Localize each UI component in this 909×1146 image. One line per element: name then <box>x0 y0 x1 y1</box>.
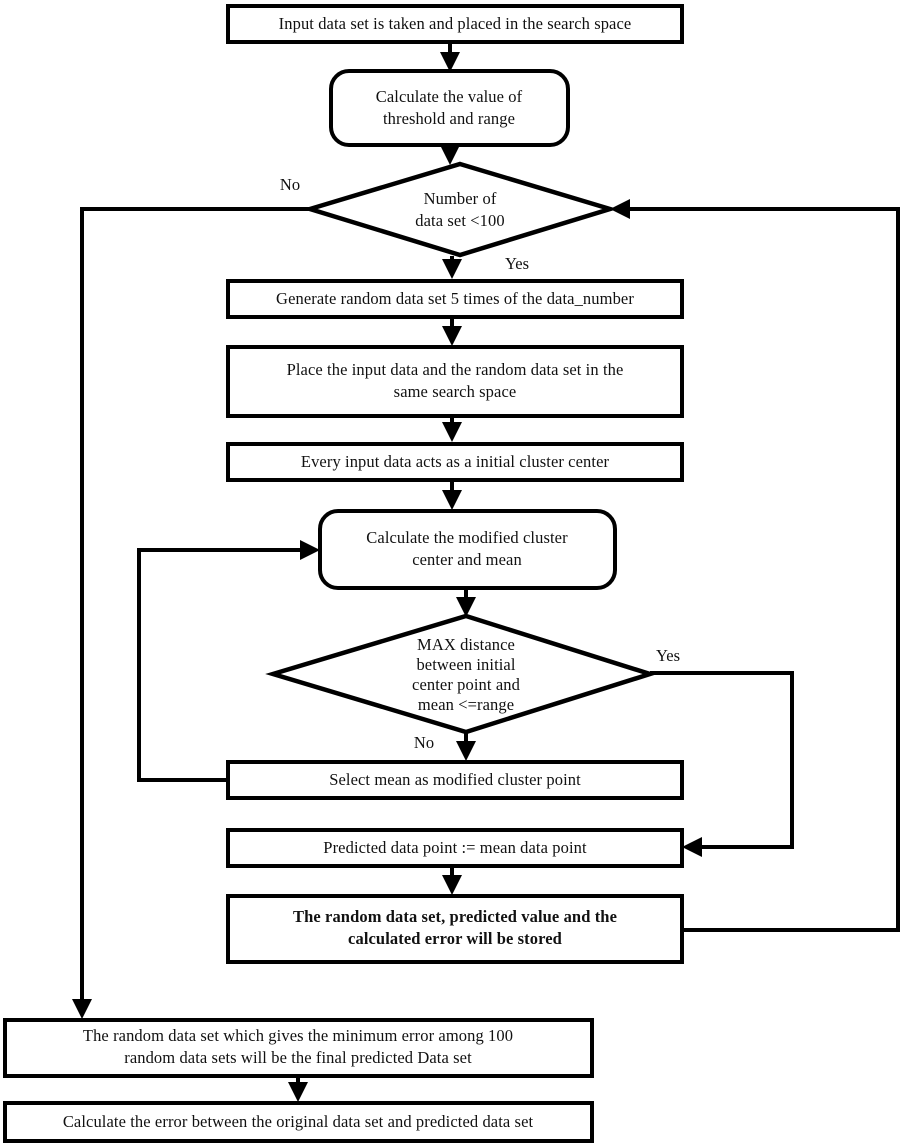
node-store-result-line-1: calculated error will be stored <box>348 929 562 948</box>
node-calculate-threshold[interactable]: Calculate the value of threshold and ran… <box>329 69 570 147</box>
edge-label-distance-no: No <box>414 733 434 752</box>
node-check-data-count-line-0: Number of <box>424 189 497 208</box>
connector-count-no-loop <box>72 207 310 1019</box>
node-predicted-data-point-line-0: Predicted data point := mean data point <box>323 838 587 857</box>
node-calculate-modified-cluster-line-1: center and mean <box>412 550 522 569</box>
connector-select-back-to-modified <box>137 540 320 782</box>
node-final-predicted-data-set-line-0: The random data set which gives the mini… <box>83 1026 513 1045</box>
edge-label-distance-yes: Yes <box>656 646 680 665</box>
node-predicted-data-point[interactable]: Predicted data point := mean data point <box>226 828 684 868</box>
node-calculate-error-line-0: Calculate the error between the original… <box>63 1112 534 1131</box>
edge-label-count-no: No <box>280 175 300 194</box>
connector-predicted-to-store <box>442 866 462 895</box>
connector-final-to-error <box>288 1076 308 1102</box>
node-final-predicted-data-set[interactable]: The random data set which gives the mini… <box>3 1018 594 1078</box>
connector-place-to-initial <box>442 416 462 442</box>
node-check-max-distance-line-0: MAX distance <box>417 635 515 654</box>
node-initial-cluster-center[interactable]: Every input data acts as a initial clust… <box>226 442 684 482</box>
connector-threshold-to-count <box>440 145 460 165</box>
connector-generate-to-place <box>442 317 462 346</box>
connector-store-back-to-count <box>610 199 900 932</box>
node-calculate-modified-cluster[interactable]: Calculate the modified cluster center an… <box>318 509 617 590</box>
node-calculate-threshold-line-1: threshold and range <box>383 109 515 128</box>
node-place-data[interactable]: Place the input data and the random data… <box>226 345 684 418</box>
edge-label-count-yes: Yes <box>505 254 529 273</box>
node-check-max-distance-line-2: center point and <box>412 675 521 694</box>
node-store-result[interactable]: The random data set, predicted value and… <box>226 894 684 964</box>
node-generate-random-data-line-0: Generate random data set 5 times of the … <box>276 289 634 308</box>
connector-count-yes-to-generate <box>442 256 462 279</box>
connector-modified-to-distance <box>456 588 476 617</box>
node-generate-random-data[interactable]: Generate random data set 5 times of the … <box>226 279 684 319</box>
node-check-max-distance-line-3: mean <=range <box>418 695 514 714</box>
node-store-result-line-0: The random data set, predicted value and… <box>293 907 617 926</box>
node-calculate-modified-cluster-line-0: Calculate the modified cluster <box>366 528 568 547</box>
node-check-max-distance-line-1: between initial <box>416 655 515 674</box>
node-input-data-line-0: Input data set is taken and placed in th… <box>279 14 632 33</box>
node-select-mean[interactable]: Select mean as modified cluster point <box>226 760 684 800</box>
node-select-mean-line-0: Select mean as modified cluster point <box>329 770 581 789</box>
node-calculate-threshold-line-0: Calculate the value of <box>376 87 523 106</box>
connector-distance-no-to-select <box>456 733 476 761</box>
node-place-data-line-0: Place the input data and the random data… <box>287 360 624 379</box>
node-calculate-error[interactable]: Calculate the error between the original… <box>3 1101 594 1143</box>
connector-distance-yes-to-predicted <box>650 671 794 857</box>
connector-initial-to-modified <box>442 480 462 510</box>
node-final-predicted-data-set-line-1: random data sets will be the final predi… <box>124 1048 472 1067</box>
node-input-data[interactable]: Input data set is taken and placed in th… <box>226 4 684 44</box>
connector-input-to-threshold <box>440 42 460 72</box>
node-initial-cluster-center-line-0: Every input data acts as a initial clust… <box>301 452 610 471</box>
node-place-data-line-1: same search space <box>394 382 517 401</box>
node-check-max-distance[interactable]: MAX distance between initial center poin… <box>265 613 658 735</box>
node-check-data-count[interactable]: Number of data set <100 <box>302 161 618 258</box>
node-check-data-count-line-1: data set <100 <box>415 211 504 230</box>
